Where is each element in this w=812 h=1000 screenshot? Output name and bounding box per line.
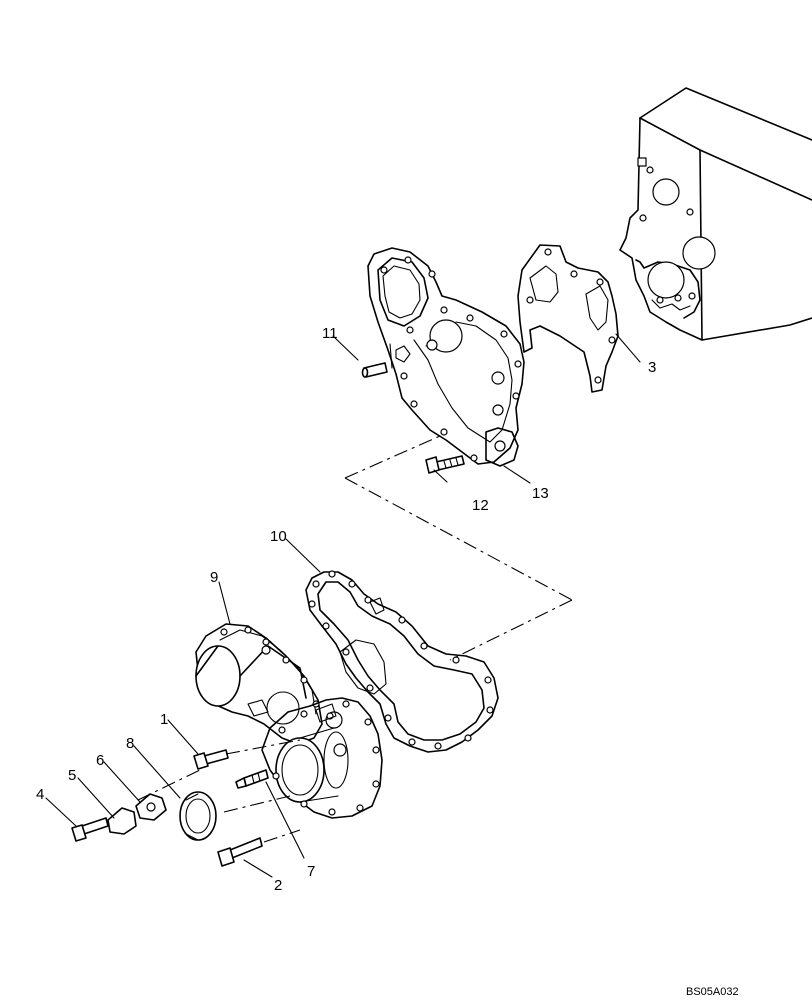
timing-housing-part-13: [367, 247, 525, 467]
bolt-part-1: [193, 749, 229, 770]
leader-lines: [45, 333, 641, 878]
callout-10: 10: [270, 528, 287, 545]
bolt-part-4: [71, 817, 109, 842]
alignment-lines: [137, 435, 573, 843]
timing-cover: [261, 697, 383, 819]
callout-13: 13: [532, 485, 549, 502]
engine-block: [619, 87, 812, 341]
callout-3: 3: [648, 359, 656, 376]
callout-9: 9: [210, 569, 218, 586]
callout-4: 4: [36, 786, 44, 803]
dowel-pin-part-11: [361, 362, 388, 378]
rear-gasket-part-3: [517, 244, 619, 393]
front-cover-part-9: [195, 623, 323, 745]
small-gasket-part-6: [135, 793, 167, 821]
callout-7: 7: [307, 863, 315, 880]
reference-code: BS05A032: [686, 986, 739, 998]
callout-11: 11: [322, 325, 338, 342]
callout-2: 2: [274, 877, 282, 894]
callout-12: 12: [472, 497, 489, 514]
callout-5: 5: [68, 767, 76, 784]
bolt-part-2: [217, 837, 263, 867]
bolt-part-12: [425, 455, 465, 474]
callout-6: 6: [96, 752, 104, 769]
oil-seal-part-8: [179, 791, 217, 841]
stud-part-7: [235, 769, 269, 789]
callout-1: 1: [160, 711, 168, 728]
callout-8: 8: [126, 735, 134, 752]
front-gasket-part-10: [305, 570, 499, 753]
plate-part-5: [107, 807, 137, 835]
